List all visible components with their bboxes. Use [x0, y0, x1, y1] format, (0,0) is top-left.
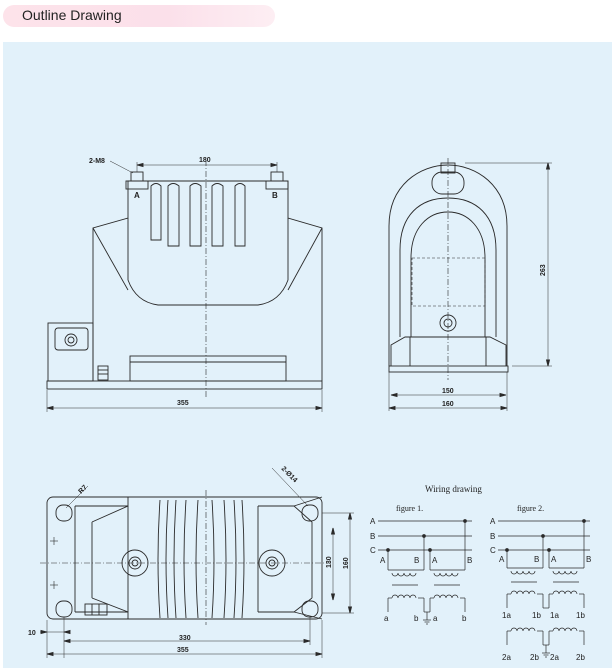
fig2-upper-3: A [551, 555, 557, 564]
plan-base-plate [46, 496, 323, 620]
side-outer-arch [388, 164, 508, 366]
fig2-line-a: A [490, 517, 496, 526]
terminal-b-bolt [270, 171, 284, 182]
plan-holes-label: 2-Ø14 [280, 465, 299, 484]
side-dim-height: 263 [540, 264, 547, 276]
front-view [46, 160, 323, 412]
fig1-upper-1: A [380, 556, 386, 565]
fig1-line-a: A [370, 517, 376, 526]
fig2-mid-3: 1a [550, 611, 559, 620]
wiring-figure-2 [498, 519, 590, 658]
fig1-upper-2: B [414, 556, 419, 565]
fig2-upper-2: B [534, 555, 539, 564]
fig1-lower-1: a [384, 614, 389, 623]
terminal-a-bolt [130, 171, 144, 182]
plan-dim-hole-spacing: 330 [179, 635, 191, 642]
front-terminal-box [129, 355, 287, 382]
fig1-upper-3: A [432, 556, 438, 565]
terminal-b-label: B [272, 191, 278, 200]
fig2-lower-4: 2b [576, 653, 585, 662]
terminal-b-block [265, 180, 289, 190]
fig1-lower-4: b [462, 614, 467, 623]
front-base-plate [46, 380, 323, 390]
drawing-panel [3, 42, 612, 668]
fig2-upper-1: A [499, 555, 505, 564]
fig2-mid-4: 1b [576, 611, 585, 620]
plan-dim-left-offset: 10 [28, 630, 36, 637]
plan-radius-label: R7 [77, 484, 88, 495]
bolt-label: 2-M8 [89, 158, 105, 165]
fig1-upper-4: B [467, 556, 472, 565]
fig2-mid-1: 1a [502, 611, 511, 620]
fig2-mid-2: 1b [532, 611, 541, 620]
side-view [388, 158, 552, 411]
wiring-figure-1 [378, 519, 472, 625]
fig2-lower-2: 2b [530, 653, 539, 662]
wiring-title: Wiring drawing [425, 484, 482, 494]
fig1-line-b: B [370, 532, 375, 541]
plan-dim-inner-height: 130 [326, 556, 333, 568]
front-dim-top: 180 [199, 157, 211, 164]
fig2-lower-3: 2a [550, 653, 559, 662]
figure-2-caption: figure 2. [517, 504, 544, 513]
side-dim-inner-width: 150 [442, 388, 454, 395]
side-dim-outer-width: 160 [442, 401, 454, 408]
fig1-lower-2: b [414, 614, 419, 623]
figure-1-caption: figure 1. [396, 504, 423, 513]
header-bar [3, 5, 275, 27]
page-title: Outline Drawing [22, 7, 122, 23]
terminal-a-block [125, 180, 149, 190]
fig1-line-c: C [370, 546, 376, 555]
fig2-lower-1: 2a [502, 653, 511, 662]
terminal-a-label: A [134, 191, 140, 200]
front-dim-bottom: 355 [177, 400, 189, 407]
plan-view [40, 467, 354, 658]
fig1-lower-3: a [433, 614, 438, 623]
plan-dim-total-length: 355 [177, 647, 189, 654]
fig2-upper-4: B [586, 555, 591, 564]
fig2-line-b: B [490, 532, 495, 541]
front-cast-body [92, 180, 323, 381]
side-base-plate [388, 365, 509, 373]
fig2-line-c: C [490, 546, 496, 555]
plan-dim-outer-height: 160 [343, 557, 350, 569]
